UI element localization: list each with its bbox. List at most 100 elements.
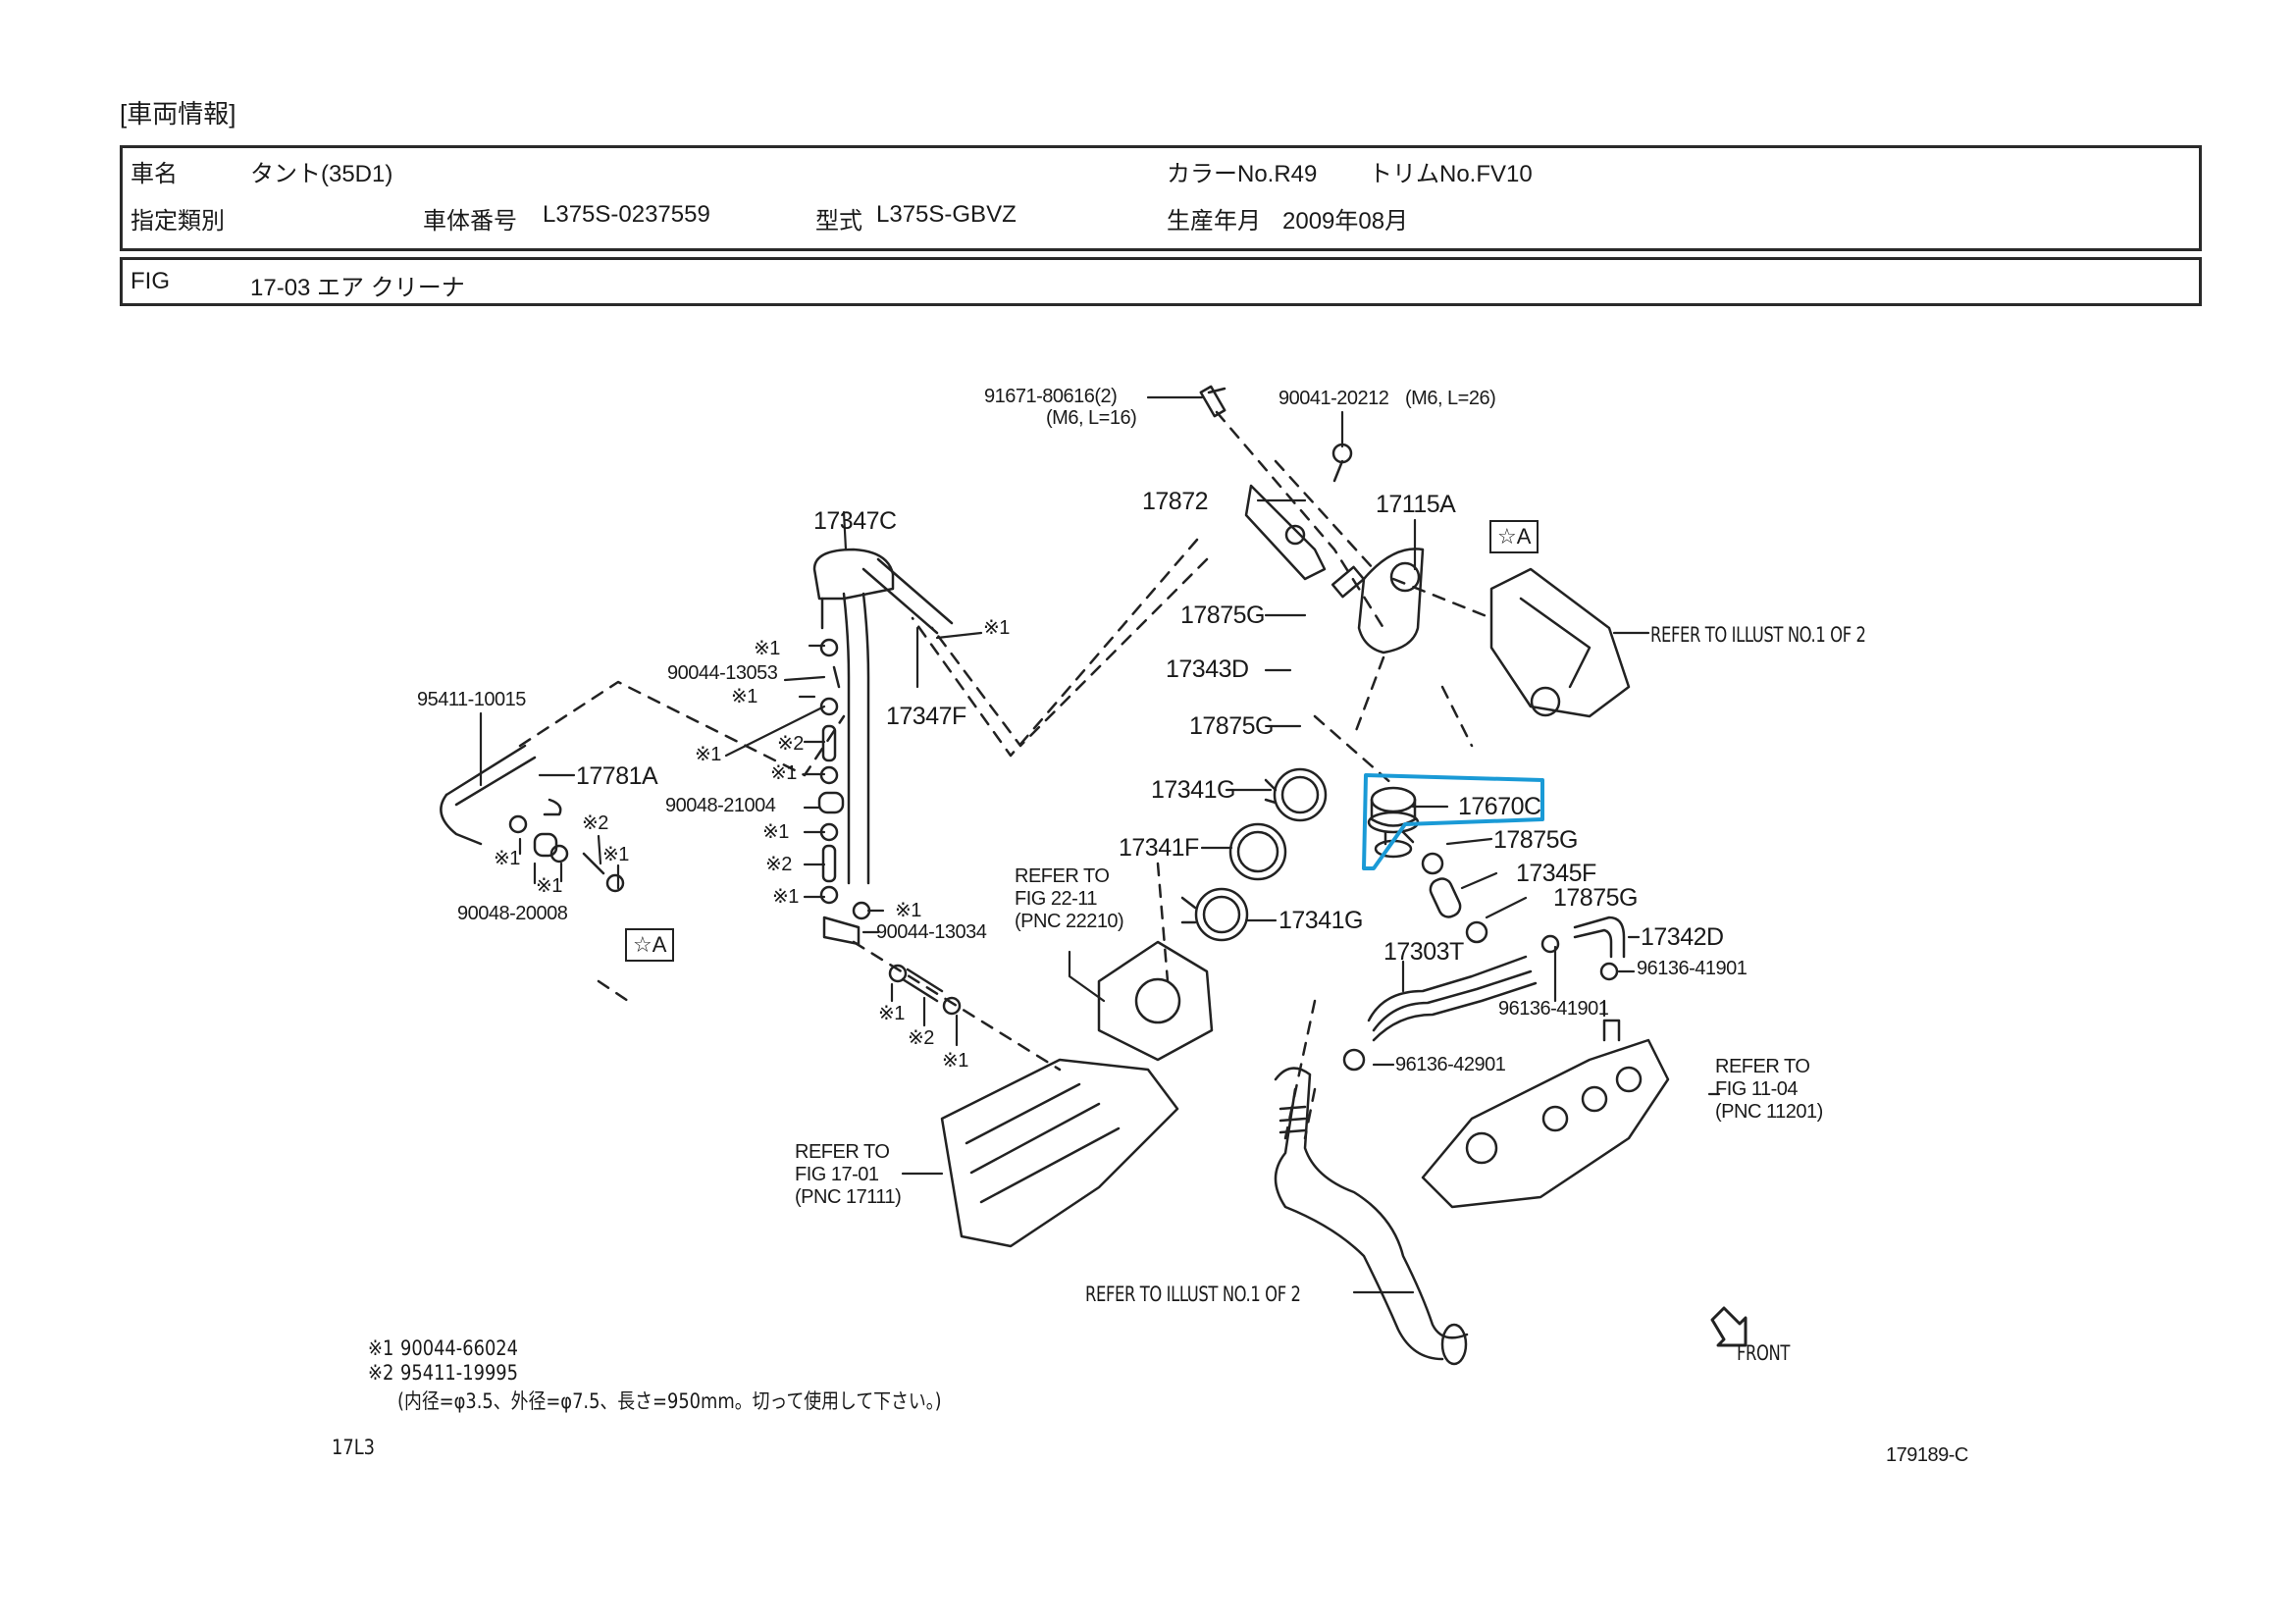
refer-line: FIG 17-01 [795, 1164, 879, 1185]
clamp-96136-42901 [1342, 1048, 1366, 1072]
vehicle-info-box: 車名 タント(35D1) カラーNo.R49 トリムNo.FV10 指定類別 車… [120, 145, 2202, 251]
footnote-2-detail: (内径=φ3.5、外径=φ7.5、長さ=950mm。切って使用して下さい。) [397, 1389, 942, 1413]
label-17343D: 17343D [1166, 655, 1249, 683]
footnote-2-mark: ※2 [368, 1361, 394, 1385]
marker-ref1: ※1 [536, 875, 562, 897]
fig-title: 17-03 エア クリーナ [250, 275, 465, 301]
marker-ref1: ※1 [602, 844, 629, 865]
model: L375S-GBVZ [876, 201, 1017, 228]
label-17341G-upper: 17341G [1151, 776, 1235, 804]
ring-17341F [1228, 822, 1287, 881]
body-no: L375S-0237559 [543, 201, 710, 228]
label-17875G-4: 17875G [1553, 884, 1638, 912]
hose-17342D [1540, 916, 1626, 981]
label-17875G-1: 17875G [1180, 602, 1265, 629]
section-title: [車両情報] [120, 99, 236, 129]
marker-ref1: ※1 [494, 848, 520, 869]
part-17347C [812, 548, 954, 885]
refer-line: (PNC 17111) [795, 1186, 902, 1208]
footnote-1-part: 90044-66024 [400, 1336, 519, 1360]
throttle-body [1097, 940, 1214, 1062]
bolt-90041 [1331, 443, 1353, 483]
marker-ref1: ※1 [878, 1003, 905, 1024]
marker-ref2: ※2 [582, 812, 608, 834]
refer-line: FIG 22-11 [1015, 888, 1098, 910]
label-17303T: 17303T [1383, 938, 1464, 966]
marker-ref2: ※2 [777, 733, 804, 755]
bottom-small-hose [888, 964, 962, 1016]
marker-ref1: ※1 [942, 1050, 968, 1072]
label-17115A: 17115A [1376, 491, 1456, 518]
label-17875G-3: 17875G [1493, 826, 1578, 854]
label-96136-41901-a: 96136-41901 [1637, 958, 1748, 979]
refer-line: REFER TO [795, 1141, 890, 1163]
marker-ref1: ※1 [731, 686, 757, 707]
label-90048-21004: 90048-21004 [665, 795, 776, 816]
refer-line: FIG 11-04 [1715, 1078, 1799, 1100]
hose-17345F-assembly [1421, 852, 1488, 944]
vertical-hose-fittings [817, 638, 871, 946]
label-17341F: 17341F [1119, 834, 1199, 862]
marker-ref1: ※1 [770, 762, 797, 784]
bolt-91671 [1199, 385, 1226, 418]
marker-ref1: ※1 [695, 744, 721, 765]
cylinder-head-cover [1421, 1019, 1670, 1209]
label-90044-13034: 90044-13034 [876, 921, 987, 943]
marker-ref1: ※1 [762, 821, 789, 843]
intake-manifold [940, 1058, 1179, 1248]
marker-ref1: ※1 [983, 617, 1010, 639]
trim-no: トリムNo.FV10 [1369, 161, 1533, 187]
label-17875G-2: 17875G [1189, 712, 1274, 740]
label-17347F: 17347F [886, 703, 966, 730]
figure-info-box: FIG 17-03 エア クリーナ [120, 257, 2202, 306]
bracket-17872 [1244, 484, 1327, 581]
refer-fig-17-01: REFER TO FIG 17-01 (PNC 17111) [795, 1141, 902, 1209]
front-arrow-icon [1710, 1306, 1748, 1347]
label-17872: 17872 [1142, 488, 1209, 515]
vehicle-name-label: 車名 [130, 161, 178, 187]
part-17115A [1331, 548, 1425, 654]
illustration-number: 179189-C [1886, 1444, 1968, 1466]
page-code: 17L3 [332, 1436, 376, 1459]
star-a-box: ☆A [625, 928, 675, 962]
ring-17341G-lower [1180, 887, 1249, 942]
model-label: 型式 [815, 208, 862, 235]
refer-line: (PNC 22210) [1015, 911, 1124, 932]
label-17670C[interactable]: 17670C [1458, 793, 1541, 820]
label-90041-spec: (M6, L=26) [1405, 388, 1496, 409]
fig-label: FIG [130, 268, 170, 294]
refer-illust-top: REFER TO ILLUST NO.1 OF 2 [1650, 623, 1866, 647]
air-intake-duct [1274, 1067, 1469, 1366]
production-date: 2009年08月 [1282, 208, 1409, 235]
refer-fig-11-04: REFER TO FIG 11-04 (PNC 11201) [1715, 1056, 1823, 1124]
label-90041-20212: 90041-20212 [1278, 388, 1389, 409]
label-96136-41901-b: 96136-41901 [1498, 998, 1609, 1020]
highlight-outline-17670C [1362, 773, 1544, 870]
marker-ref2: ※2 [765, 854, 792, 875]
left-hose-assembly [440, 744, 625, 893]
refer-line: (PNC 11201) [1715, 1101, 1823, 1123]
label-90044-13053: 90044-13053 [667, 662, 778, 684]
marker-ref1: ※1 [754, 638, 780, 659]
label-95411-10015: 95411-10015 [417, 689, 526, 710]
label-17342D: 17342D [1641, 923, 1724, 951]
leader-lines [479, 395, 1721, 1294]
assembly-guide-lines [518, 410, 1493, 1140]
refer-illust-bottom: REFER TO ILLUST NO.1 OF 2 [1085, 1283, 1301, 1306]
refer-line: REFER TO [1715, 1056, 1810, 1077]
footnote-2-part: 95411-19995 [400, 1361, 519, 1385]
air-cleaner-housing [1489, 567, 1631, 718]
marker-ref1: ※1 [772, 886, 799, 908]
label-90048-20008: 90048-20008 [457, 903, 568, 924]
hose-17303T [1367, 955, 1538, 1042]
production-label: 生産年月 [1167, 208, 1261, 235]
label-17347C: 17347C [813, 507, 897, 535]
designation-label: 指定類別 [130, 208, 225, 235]
label-17345F: 17345F [1516, 860, 1596, 887]
ring-17341G-upper [1264, 767, 1328, 822]
front-label: FRONT [1737, 1341, 1791, 1365]
refer-fig-22-11: REFER TO FIG 22-11 (PNC 22210) [1015, 865, 1124, 933]
marker-ref2: ※2 [908, 1027, 934, 1049]
label-96136-42901: 96136-42901 [1395, 1054, 1506, 1075]
